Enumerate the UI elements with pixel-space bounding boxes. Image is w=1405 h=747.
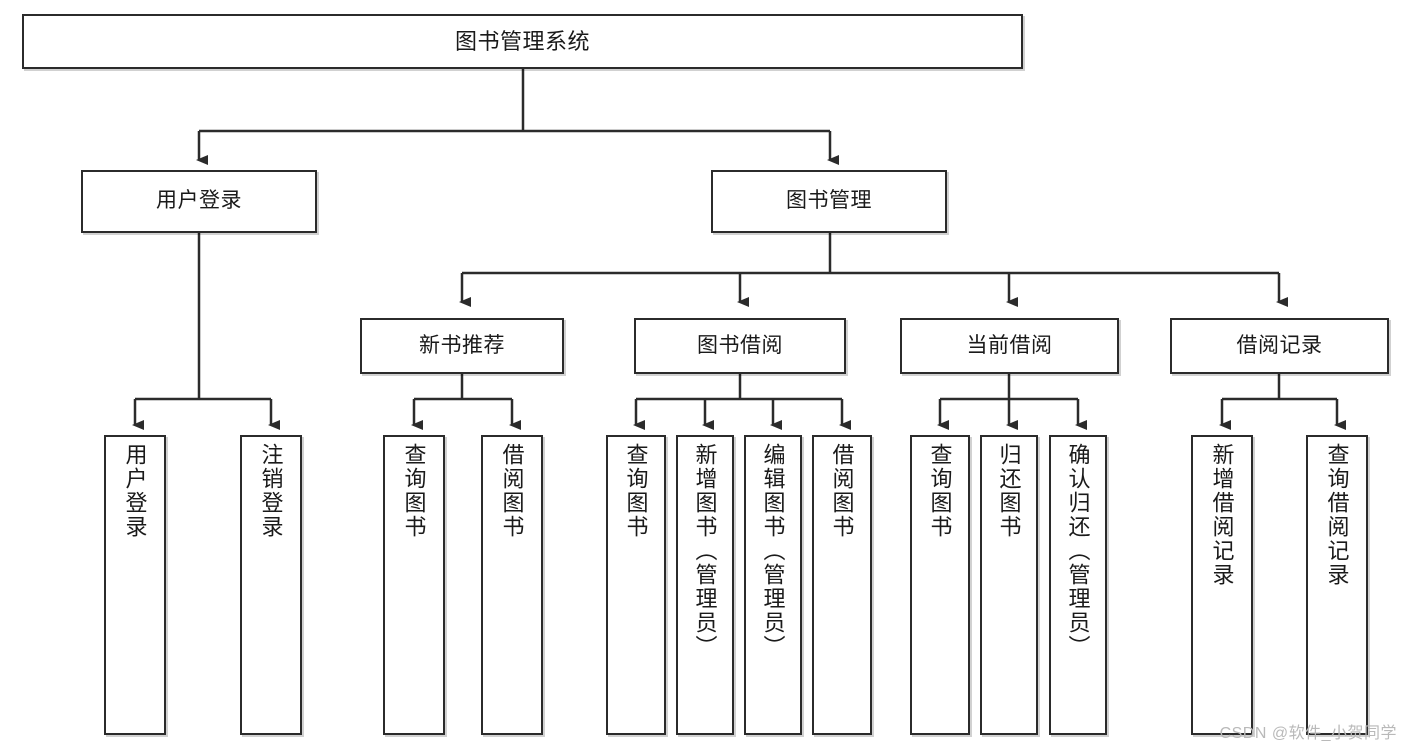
- node-new-book-recommend[interactable]: 新书推荐: [360, 318, 564, 374]
- leaf-add-book-label: 新增图书（管理员）: [692, 443, 718, 659]
- leaf-query-book-2[interactable]: 查询图书: [606, 435, 666, 735]
- node-current-borrow[interactable]: 当前借阅: [900, 318, 1119, 374]
- node-user-login-label: 用户登录: [156, 189, 242, 213]
- leaf-borrow-book-1[interactable]: 借阅图书: [481, 435, 543, 735]
- leaf-confirm-return-label: 确认归还（管理员）: [1065, 443, 1091, 659]
- leaf-query-book-1-label: 查询图书: [401, 443, 427, 539]
- leaf-query-record-label: 查询借阅记录: [1324, 443, 1350, 587]
- leaf-user-login-label: 用户登录: [122, 443, 148, 539]
- leaf-query-record[interactable]: 查询借阅记录: [1306, 435, 1368, 735]
- leaf-edit-book-label: 编辑图书（管理员）: [760, 443, 786, 659]
- leaf-add-record-label: 新增借阅记录: [1209, 443, 1235, 587]
- leaf-add-book[interactable]: 新增图书（管理员）: [676, 435, 734, 735]
- node-book-manage[interactable]: 图书管理: [711, 170, 947, 233]
- node-root-label: 图书管理系统: [454, 28, 590, 54]
- leaf-logout-label: 注销登录: [258, 443, 284, 539]
- leaf-logout[interactable]: 注销登录: [240, 435, 302, 735]
- watermark: CSDN @软件_小贺同学: [1219, 725, 1397, 742]
- leaf-return-book[interactable]: 归还图书: [980, 435, 1038, 735]
- node-new-book-recommend-label: 新书推荐: [419, 333, 505, 357]
- leaf-confirm-return[interactable]: 确认归还（管理员）: [1049, 435, 1107, 735]
- node-borrow-record-label: 借阅记录: [1236, 333, 1323, 357]
- leaf-query-book-1[interactable]: 查询图书: [383, 435, 445, 735]
- node-borrow-record[interactable]: 借阅记录: [1170, 318, 1389, 374]
- node-current-borrow-label: 当前借阅: [966, 333, 1053, 357]
- node-book-borrow-label: 图书借阅: [697, 333, 783, 357]
- node-user-login[interactable]: 用户登录: [81, 170, 317, 233]
- leaf-borrow-book-2-label: 借阅图书: [829, 443, 855, 539]
- leaf-borrow-book-2[interactable]: 借阅图书: [812, 435, 872, 735]
- leaf-borrow-book-1-label: 借阅图书: [499, 443, 525, 539]
- leaf-edit-book[interactable]: 编辑图书（管理员）: [744, 435, 802, 735]
- leaf-query-book-3[interactable]: 查询图书: [910, 435, 970, 735]
- leaf-return-book-label: 归还图书: [996, 443, 1022, 539]
- leaf-query-book-3-label: 查询图书: [927, 443, 953, 539]
- leaf-query-book-2-label: 查询图书: [623, 443, 649, 539]
- node-book-borrow[interactable]: 图书借阅: [634, 318, 846, 374]
- leaf-user-login[interactable]: 用户登录: [104, 435, 166, 735]
- node-book-manage-label: 图书管理: [786, 189, 872, 213]
- node-root[interactable]: 图书管理系统: [22, 14, 1023, 69]
- leaf-add-record[interactable]: 新增借阅记录: [1191, 435, 1253, 735]
